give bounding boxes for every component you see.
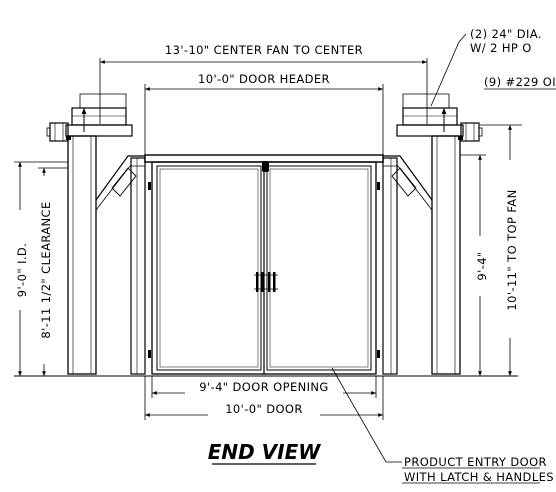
right-height-label: 9'-4" <box>475 251 489 280</box>
entry-note-line2: WITH LATCH & HANDLES <box>404 470 554 484</box>
view-title: END VIEW <box>208 440 322 465</box>
fan-note: (2) 24" DIA. W/ 2 HP O <box>430 27 542 107</box>
door-header-beam <box>144 154 384 163</box>
door-header-dimension: 10'-0" DOOR HEADER <box>144 72 384 158</box>
top-fan-label: 10'-11" TO TOP FAN <box>505 189 519 310</box>
right-height-dimension: 9'-4" <box>460 154 489 376</box>
clearance-dimension: 8'-11 1/2" CLEARANCE <box>34 167 68 376</box>
product-entry-door <box>151 161 377 375</box>
top-fan-dimension: 10'-11" TO TOP FAN <box>480 124 522 376</box>
clearance-label: 8'-11 1/2" CLEARANCE <box>39 201 53 338</box>
end-view-title: END VIEW <box>208 440 322 464</box>
fan-note-line1: (2) 24" DIA. <box>470 27 542 41</box>
entry-door-note: PRODUCT ENTRY DOOR WITH LATCH & HANDLES <box>331 367 554 484</box>
door-header-label: 10'-0" DOOR HEADER <box>198 72 330 86</box>
id-height-label: 9'-0" I.D. <box>15 243 29 297</box>
id-height-dimension: 9'-0" I.D. <box>11 161 68 376</box>
entry-note-line1: PRODUCT ENTRY DOOR <box>404 455 547 469</box>
right-column <box>377 135 461 375</box>
right-fan-assembly <box>396 93 483 142</box>
part-note-text: (9) #229 OI <box>484 75 556 89</box>
door-handles <box>254 272 278 292</box>
door-opening-dimension: 9'-4" DOOR OPENING <box>151 376 377 398</box>
door-opening-label: 9'-4" DOOR OPENING <box>199 380 328 394</box>
fan-center-dimension: 13'-10" CENTER FAN TO CENTER <box>99 43 428 124</box>
fan-center-label: 13'-10" CENTER FAN TO CENTER <box>165 43 363 57</box>
left-fan-assembly <box>46 93 133 142</box>
left-column <box>67 135 151 375</box>
fan-note-line2: W/ 2 HP O <box>470 41 532 55</box>
door-latch <box>262 161 269 172</box>
part-note: (9) #229 OI <box>484 75 556 90</box>
door-label: 10'-0" DOOR <box>225 402 303 416</box>
door-dimension: 10'-0" DOOR <box>144 376 384 420</box>
